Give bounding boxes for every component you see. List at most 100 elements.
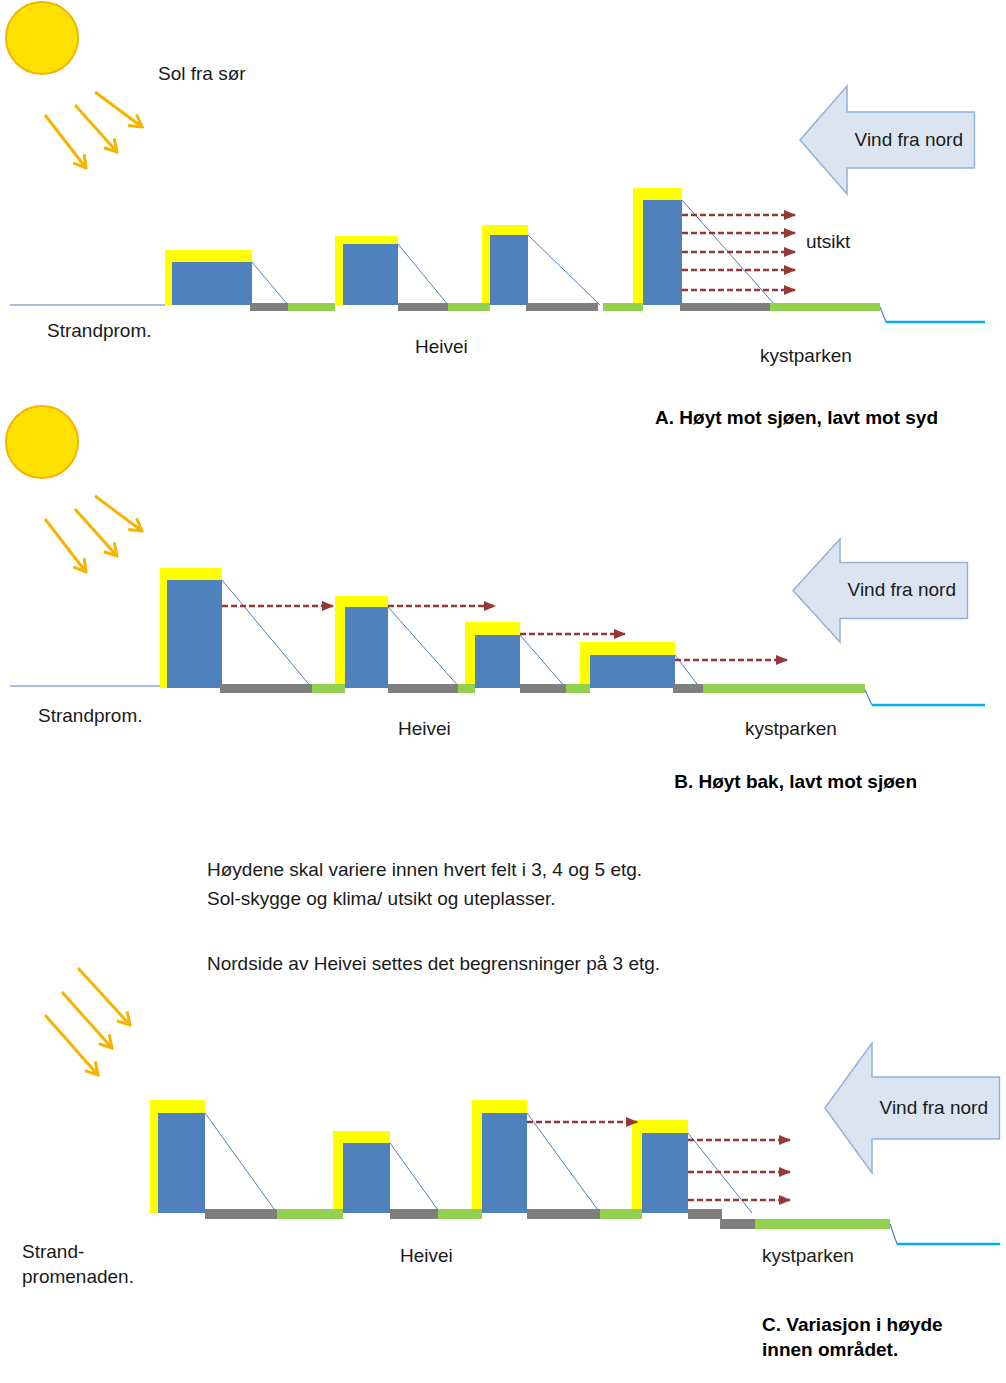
wind-label: Vind fra nord xyxy=(880,1097,988,1120)
ground-strip xyxy=(703,684,865,693)
sunlit-facade xyxy=(633,188,682,305)
section-label: Strandprom. xyxy=(38,704,143,729)
ground-line xyxy=(10,304,165,305)
building xyxy=(172,262,252,305)
shadow-line xyxy=(205,1113,277,1213)
wind-arrow: Vind fra nord xyxy=(792,538,968,643)
shadow-line xyxy=(527,1113,600,1213)
ground-strip xyxy=(205,1209,277,1219)
wind-arrow: Vind fra nord xyxy=(824,1042,1000,1174)
wind-label: Vind fra nord xyxy=(855,129,963,152)
section-label: Strandprom. xyxy=(47,319,152,344)
building xyxy=(475,635,520,688)
view-arrow xyxy=(682,289,795,292)
ground-strip xyxy=(448,303,490,311)
ground-line xyxy=(890,1224,897,1244)
sunlit-facade xyxy=(465,622,520,688)
sun-ray xyxy=(75,105,117,152)
building xyxy=(167,580,222,688)
ground-strip xyxy=(755,1219,890,1229)
sunlit-facade xyxy=(472,1100,527,1213)
view-arrow xyxy=(682,214,795,217)
building xyxy=(643,200,682,305)
view-arrow xyxy=(520,633,625,636)
ground-strip xyxy=(388,684,458,693)
view-arrow xyxy=(682,232,795,235)
building xyxy=(343,244,398,305)
building xyxy=(345,607,388,688)
ground-strip xyxy=(680,303,770,311)
sun-ray xyxy=(45,519,86,572)
ground-strip xyxy=(312,684,345,693)
sun-ray xyxy=(95,92,142,127)
section-label: Sol-skygge og klima/ utsikt og uteplasse… xyxy=(207,887,556,912)
ground-strip xyxy=(673,684,703,693)
ground-strip xyxy=(398,303,448,311)
view-arrow xyxy=(688,1139,790,1142)
section-label: kystparken xyxy=(762,1244,854,1269)
sunlit-facade xyxy=(165,250,252,305)
ground-line xyxy=(865,690,872,705)
sun-ray xyxy=(75,509,117,556)
sun-ray xyxy=(62,992,112,1048)
shadow-line xyxy=(520,635,566,688)
ground-strip xyxy=(526,303,598,311)
view-arrow xyxy=(688,1171,790,1174)
section-label: Heivei xyxy=(398,717,451,742)
ground-line xyxy=(10,685,160,686)
shadow-line xyxy=(398,244,448,305)
view-arrow xyxy=(682,251,795,254)
view-arrow xyxy=(527,1121,637,1124)
section-label: Nordside av Heivei settes det begrensnin… xyxy=(207,952,660,977)
ground-strip xyxy=(527,1209,600,1219)
section-label: Høydene skal variere innen hvert felt i … xyxy=(207,858,642,883)
panel-caption: B. Høyt bak, lavt mot sjøen xyxy=(674,770,917,795)
sun xyxy=(6,2,78,74)
ground-strip xyxy=(770,303,880,311)
ground-strip xyxy=(520,684,566,693)
view-arrow xyxy=(688,1199,790,1202)
section-label: Sol fra sør xyxy=(158,62,246,87)
sun-ray xyxy=(45,1015,98,1075)
wind-arrow: Vind fra nord xyxy=(799,85,975,195)
building xyxy=(482,1113,527,1213)
ground-strip xyxy=(277,1209,343,1219)
sunlit-facade xyxy=(160,568,222,688)
view-arrow xyxy=(388,605,495,608)
ground-strip xyxy=(390,1209,438,1219)
shadow-line xyxy=(388,607,460,688)
panel-caption: C. Variasjon i høyde innen området. xyxy=(762,1313,987,1362)
sunlit-facade xyxy=(580,642,675,688)
ground-strip xyxy=(603,303,643,311)
building xyxy=(490,235,528,305)
shadow-line xyxy=(528,235,600,305)
sunlit-facade xyxy=(150,1100,205,1213)
ground-strip xyxy=(600,1209,642,1219)
sunlit-facade xyxy=(333,1131,390,1213)
shadow-line xyxy=(222,580,312,688)
sunlit-facade xyxy=(335,236,398,305)
building xyxy=(590,655,675,688)
sunlit-facade xyxy=(335,596,388,688)
section-label: Heivei xyxy=(400,1244,453,1269)
ground-strip xyxy=(458,684,475,693)
wind-label: Vind fra nord xyxy=(848,579,956,602)
wind-arrow-outline xyxy=(825,1043,999,1173)
section-label: kystparken xyxy=(745,717,837,742)
sunlit-facade xyxy=(632,1120,688,1213)
ground-strip xyxy=(250,303,288,311)
sea-line xyxy=(872,704,985,707)
building xyxy=(343,1143,390,1213)
ground-strip xyxy=(720,1219,755,1229)
sun xyxy=(6,406,78,478)
ground-line xyxy=(880,307,886,322)
ground-strip xyxy=(220,684,312,693)
building xyxy=(642,1133,688,1213)
ground-strip xyxy=(566,684,590,693)
section-label: kystparken xyxy=(760,344,852,369)
sunlit-facade xyxy=(482,225,528,305)
ground-strip xyxy=(288,303,335,311)
sea-line xyxy=(897,1243,1000,1246)
sea-line xyxy=(886,321,985,324)
